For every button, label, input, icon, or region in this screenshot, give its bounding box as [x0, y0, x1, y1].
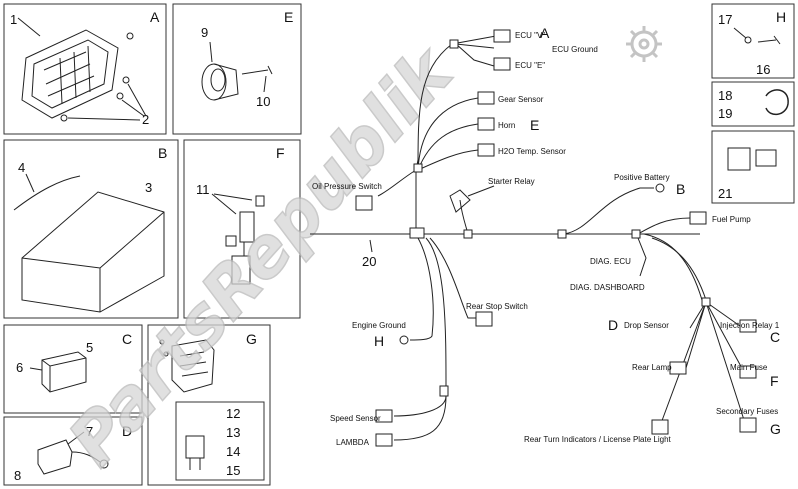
label-positive-battery: Positive Battery: [614, 173, 670, 182]
panel-a-letter: A: [150, 9, 160, 25]
label-letter-c: C: [770, 329, 780, 345]
label-rear-lamp: Rear Lamp: [632, 363, 672, 372]
label-horn: Horn: [498, 121, 515, 130]
harness-number-20: 20: [362, 254, 376, 269]
part-num-21: 21: [718, 186, 732, 201]
module-drawing: [727, 147, 777, 171]
part-num-15: 15: [226, 463, 240, 478]
label-injection-relay-1: Injection Relay 1: [720, 321, 780, 330]
panel-a: A 1 2: [3, 3, 167, 135]
label-fuel-pump: Fuel Pump: [712, 215, 751, 224]
horn-drawing: [201, 41, 273, 101]
screw-drawing: [733, 27, 781, 45]
label-gear-sensor: Gear Sensor: [498, 95, 544, 104]
connector-boxes: [355, 29, 757, 447]
label-letter-f: F: [770, 373, 779, 389]
label-h2o-temp-sensor: H2O Temp. Sensor: [498, 147, 566, 156]
label-main-fuse: Main Fuse: [730, 363, 768, 372]
part-num-5: 5: [86, 340, 93, 355]
fuse-holder-drawing: [211, 193, 265, 285]
ecu-bracket-drawing: [17, 17, 147, 122]
part-num-2: 2: [142, 112, 149, 127]
label-letter-b: B: [676, 181, 685, 197]
panel-g-inset: [175, 401, 265, 481]
drop-sensor-drawing: [37, 431, 109, 475]
part-num-4: 4: [18, 160, 25, 175]
label-secondary-fuses: Secondary Fuses: [716, 407, 778, 416]
part-num-18: 18: [718, 88, 732, 103]
clamp-drawing: [765, 89, 789, 116]
part-num-19: 19: [718, 106, 732, 121]
relay-drawing: [29, 351, 87, 393]
panel-b-letter: B: [158, 145, 167, 161]
part-num-7: 7: [86, 424, 93, 439]
label-engine-ground: Engine Ground: [352, 321, 406, 330]
panel-f: F 11: [183, 139, 301, 319]
panel-h: H 17 16: [711, 3, 795, 79]
part-num-13: 13: [226, 425, 240, 440]
panel-e-letter: E: [284, 9, 293, 25]
blade-fuse-drawing: [185, 435, 205, 470]
panel-c-letter: C: [122, 331, 132, 347]
part-num-9: 9: [201, 25, 208, 40]
part-num-6: 6: [16, 360, 23, 375]
part-num-10: 10: [256, 94, 270, 109]
wiring-labels: ECU "V" ECU Ground ECU "E" A Gear Sensor…: [312, 25, 781, 447]
wiring-lines: [310, 35, 745, 441]
label-ecu-e: ECU "E": [515, 61, 545, 70]
fuse-box-drawing: [159, 339, 215, 393]
panel-d: D 7 8: [3, 416, 143, 486]
panel-e: E 9 10: [172, 3, 302, 135]
panel-g-letter: G: [246, 331, 257, 347]
label-letter-g: G: [770, 421, 781, 437]
label-letter-a: A: [540, 25, 550, 41]
panel-c: C 5 6: [3, 324, 143, 414]
gear-icon: [626, 26, 662, 62]
label-letter-d: D: [608, 317, 618, 333]
label-diag-dashboard: DIAG. DASHBOARD: [570, 283, 645, 292]
panel-d-letter: D: [122, 423, 132, 439]
part-num-1: 1: [10, 12, 17, 27]
panel-f-letter: F: [276, 145, 285, 161]
panel-h-letter: H: [776, 9, 786, 25]
part-num-8: 8: [14, 468, 21, 483]
panel-h2: 18 19: [711, 81, 795, 127]
panel-h3: 21: [711, 130, 795, 204]
label-ecu-v: ECU "V": [515, 31, 545, 40]
label-rear-turn-indicators: Rear Turn Indicators / License Plate Lig…: [524, 435, 672, 444]
panel-g: G 12 13 14 15: [147, 324, 271, 486]
label-letter-e: E: [530, 117, 539, 133]
part-num-12: 12: [226, 406, 240, 421]
part-num-3: 3: [145, 180, 152, 195]
battery-drawing: [13, 173, 165, 313]
panel-b: B 4 3: [3, 139, 179, 319]
label-ecu-ground: ECU Ground: [552, 45, 598, 54]
part-num-16: 16: [756, 62, 770, 77]
label-speed-sensor: Speed Sensor: [330, 414, 381, 423]
part-num-14: 14: [226, 444, 240, 459]
label-lambda: LAMBDA: [336, 438, 370, 447]
label-starter-relay: Starter Relay: [488, 177, 535, 186]
part-num-17: 17: [718, 12, 732, 27]
label-drop-sensor: Drop Sensor: [624, 321, 669, 330]
label-diag-ecu: DIAG. ECU: [590, 257, 631, 266]
label-rear-stop-switch: Rear Stop Switch: [466, 302, 528, 311]
label-letter-h: H: [374, 333, 384, 349]
part-num-11: 11: [196, 182, 210, 197]
label-oil-pressure-switch: Oil Pressure Switch: [312, 182, 382, 191]
